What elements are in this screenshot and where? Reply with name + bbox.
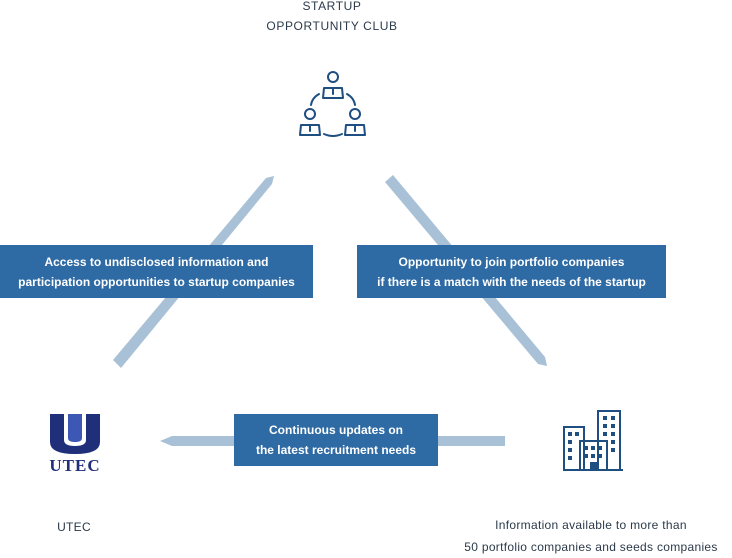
edge-bottom-line2: the latest recruitment needs bbox=[255, 443, 417, 457]
people-network-icon bbox=[299, 71, 366, 137]
buildings-label-line1: Information available to more than bbox=[495, 518, 687, 532]
edge-left-line2: participation opportunities to startup c… bbox=[18, 274, 295, 289]
utec-logo-mark bbox=[50, 414, 100, 454]
edge-box-right: Opportunity to join portfolio companies … bbox=[357, 245, 666, 298]
utec-logo-text: UTEC bbox=[49, 456, 101, 475]
buildings-label-line2: 50 portfolio companies and seeds compani… bbox=[464, 540, 718, 554]
edge-bottom-line1: Continuous updates on bbox=[269, 423, 403, 437]
edge-left-line1: Access to undisclosed information and bbox=[44, 254, 269, 269]
edge-right-line1: Opportunity to join portfolio companies bbox=[398, 254, 625, 269]
office-buildings-icon bbox=[563, 410, 623, 471]
club-title-line2: OPPORTUNITY CLUB bbox=[266, 19, 398, 33]
edge-right-line2: if there is a match with the needs of th… bbox=[377, 274, 646, 289]
edge-box-bottom: Continuous updates on the latest recruit… bbox=[234, 414, 438, 466]
utec-label: UTEC bbox=[57, 520, 91, 534]
utec-logo: UTEC bbox=[44, 414, 106, 476]
buildings-label: Information available to more than 50 po… bbox=[450, 514, 732, 558]
edge-box-left: Access to undisclosed information and pa… bbox=[0, 245, 313, 298]
club-title: STARTUP OPPORTUNITY CLUB bbox=[232, 0, 432, 36]
club-title-line1: STARTUP bbox=[302, 0, 362, 13]
